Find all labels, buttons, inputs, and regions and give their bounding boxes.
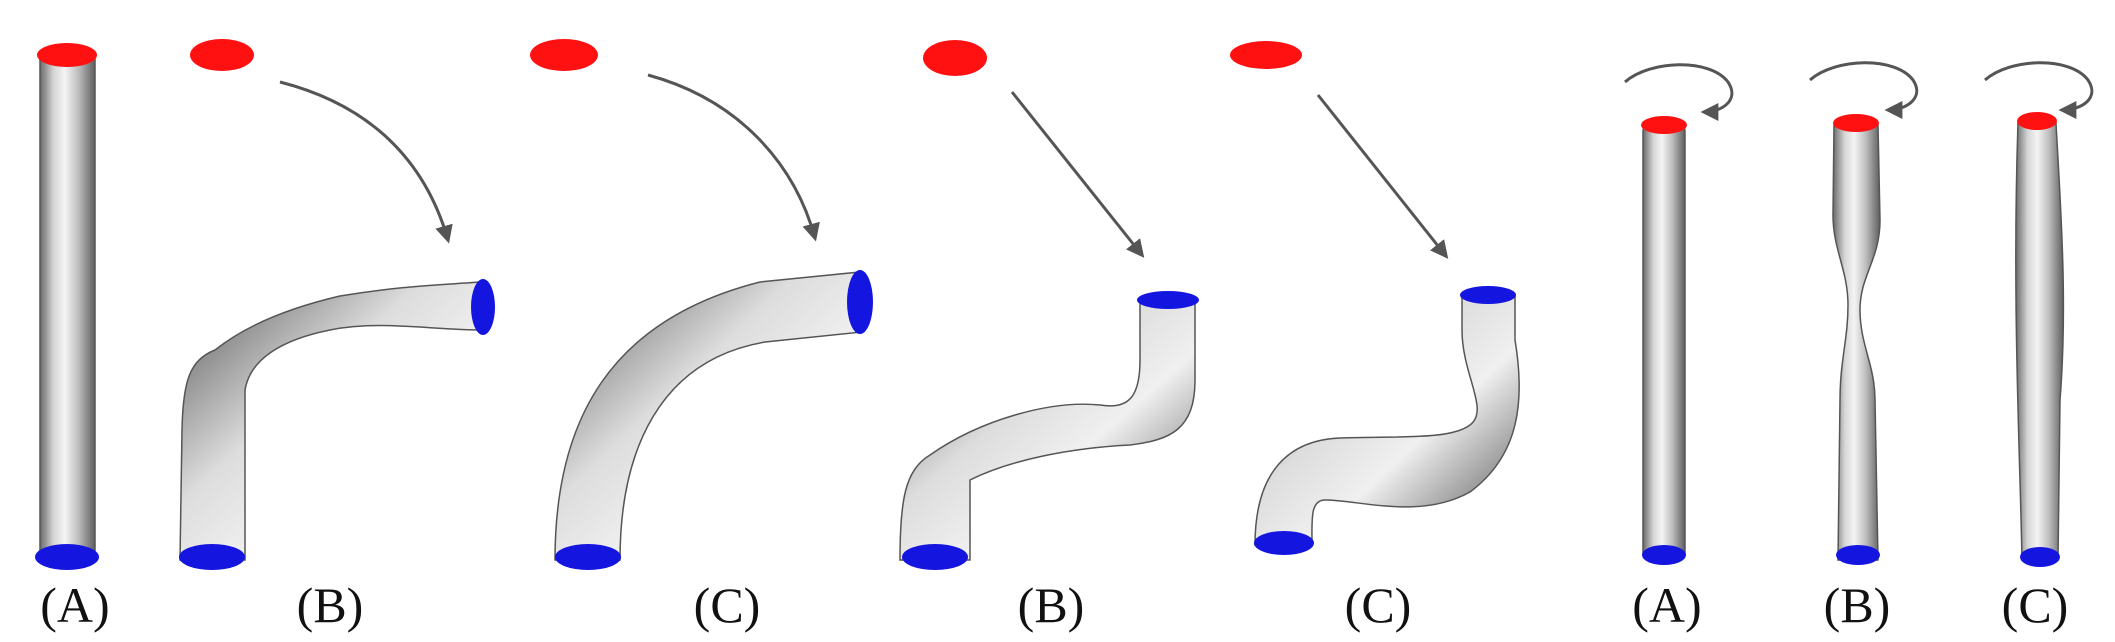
straight-arrow-icon	[1010, 91, 1145, 258]
panel-label: (C)	[1345, 577, 1412, 633]
fixed-boundary-red	[2017, 112, 2057, 130]
base-boundary-blue	[179, 544, 245, 570]
rotation-arrow-icon	[1624, 63, 1734, 121]
panel-label: (B)	[297, 577, 364, 633]
fixed-boundary-red	[1641, 116, 1687, 134]
panel-c-smooth-bend	[530, 39, 873, 570]
panel-label: (C)	[2002, 577, 2069, 633]
panel-a-straight-tube	[35, 43, 99, 570]
curved-arrow-icon	[647, 73, 820, 242]
moved-boundary-blue	[1137, 291, 1199, 309]
panel-c-smooth-s-shape	[1230, 41, 1520, 555]
rotation-arrow-icon	[1809, 61, 1919, 119]
base-boundary-blue	[35, 544, 99, 570]
base-boundary-blue	[1836, 545, 1880, 565]
rotation-arrow-icon	[1984, 61, 2094, 119]
panel-label: (B)	[1824, 577, 1891, 633]
panel-b-twisted-bend	[179, 39, 495, 570]
panel-label: (A)	[1632, 577, 1701, 633]
panel-label: (C)	[694, 577, 761, 633]
panel-b-twisted-s-shape	[899, 40, 1199, 570]
target-boundary-red	[530, 39, 598, 71]
moved-boundary-blue	[471, 279, 495, 335]
straight-arrow-icon	[1316, 94, 1449, 259]
panel-c-rotation-smooth	[1984, 61, 2094, 567]
target-boundary-red	[923, 40, 987, 76]
panel-a-rotation-straight	[1624, 63, 1734, 565]
base-boundary-blue	[555, 544, 621, 570]
base-boundary-blue	[1642, 545, 1686, 565]
base-boundary-blue	[902, 544, 968, 570]
fixed-boundary-red	[1833, 114, 1879, 132]
target-boundary-red	[190, 39, 254, 71]
base-boundary-blue	[1254, 531, 1314, 555]
fixed-boundary-red	[37, 43, 97, 67]
curved-arrow-icon	[279, 80, 453, 244]
panel-label: (B)	[1018, 577, 1085, 633]
moved-boundary-blue	[1460, 286, 1516, 304]
moved-boundary-blue	[847, 270, 873, 334]
target-boundary-red	[1230, 41, 1302, 69]
panel-label: (A)	[40, 577, 109, 633]
panel-b-rotation-twisted	[1809, 61, 1919, 565]
base-boundary-blue	[2020, 547, 2060, 567]
